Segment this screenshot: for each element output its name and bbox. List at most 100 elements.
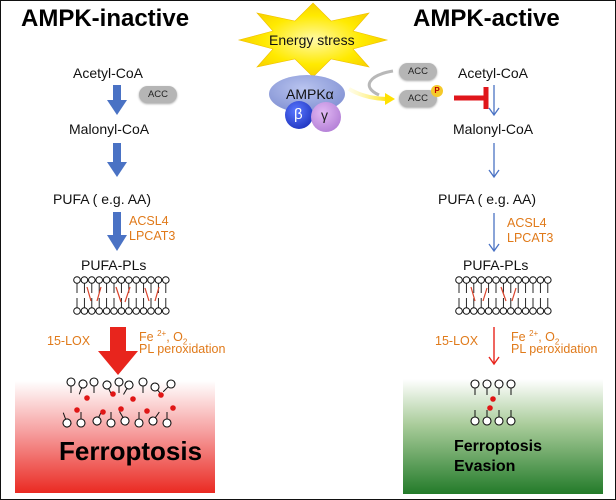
right-acsl4: ACSL4 [507, 216, 547, 230]
lipid-head [470, 276, 478, 284]
right-lpcat3: LPCAT3 [507, 231, 554, 245]
lipid-head [132, 276, 140, 284]
right-title: AMPK-active [413, 5, 560, 32]
lipid-head [477, 276, 486, 284]
left-membrane-bilayer [73, 276, 170, 315]
lipid-head [110, 276, 118, 284]
ferroptosis-label: Ferroptosis [59, 436, 203, 466]
lipid-head [529, 307, 537, 315]
right-15-lox: 15-LOX [435, 334, 479, 348]
lipid-head [484, 276, 493, 284]
left-arrow-pufa-to-pls [107, 212, 127, 251]
left-acetyl-coa: Acetyl-CoA [73, 65, 144, 81]
lipid-head [117, 276, 126, 284]
ampk-activation-arrow [347, 87, 390, 101]
right-intact-lipids [470, 379, 516, 426]
lipid-head [125, 276, 133, 284]
lipid-head [125, 307, 133, 315]
lipid-head [102, 307, 111, 315]
pufa-tail [470, 286, 476, 302]
ampk-gamma-subunit [311, 102, 341, 132]
pufa-tail [482, 287, 488, 302]
phospho-badge: P [431, 85, 443, 97]
left-acsl4: ACSL4 [129, 214, 169, 228]
left-arrow-acetyl-to-malonyl [107, 85, 127, 115]
lipid-head [544, 307, 552, 315]
ferroptosis-evasion-panel [403, 379, 603, 494]
lipid-head [73, 276, 81, 284]
lipid-head [154, 307, 163, 315]
lipid-head [132, 307, 140, 315]
left-malonyl-coa: Malonyl-CoA [69, 121, 150, 137]
ampk-beta-subunit [285, 101, 313, 129]
lipid-head [162, 276, 170, 284]
right-arrow-malonyl-to-pufa [488, 143, 500, 179]
acc-pill-top: ACC [399, 63, 437, 80]
lipid-head [147, 276, 155, 284]
lipid-head [88, 307, 96, 315]
right-acetyl-coa: Acetyl-CoA [458, 65, 529, 81]
ferroptosis-panel [15, 381, 215, 493]
lipid-head [536, 276, 545, 284]
pufa-tail [86, 286, 92, 302]
phosphorylation-curve-arrow [367, 69, 394, 97]
left-acc-pill: ACC [139, 86, 177, 103]
lipid-head [162, 307, 170, 315]
lipid-head [117, 307, 126, 315]
ampk-alpha-label: AMPKα [286, 86, 334, 102]
right-pufa: PUFA ( e.g. AA) [438, 191, 537, 207]
lipid-head [102, 276, 111, 284]
lipid-head [462, 307, 471, 315]
left-pl-peroxidation: PL peroxidation [139, 342, 226, 356]
lipid-head [110, 307, 118, 315]
lipid-head [514, 307, 523, 315]
lipid-head [521, 276, 530, 284]
left-pufa-pls: PUFA-PLs [81, 257, 147, 273]
right-pufa-pls: PUFA-PLs [463, 257, 529, 273]
lipid-head [507, 307, 515, 315]
lipid-head [544, 276, 552, 284]
pufa-tail [124, 286, 131, 303]
pufa-tail [500, 286, 507, 302]
lipid-head [514, 276, 523, 284]
lipid-head [470, 307, 478, 315]
lipid-head [73, 307, 81, 315]
pufa-tail [115, 286, 122, 303]
lipid-head [455, 276, 463, 284]
acc-inhibition-symbol [454, 87, 489, 109]
right-malonyl-coa: Malonyl-CoA [453, 121, 534, 137]
right-pl-peroxidation: PL peroxidation [511, 342, 598, 356]
lipid-head [139, 307, 148, 315]
pufa-tail [511, 287, 517, 302]
lipid-head [521, 307, 530, 315]
lipid-head [499, 276, 508, 284]
lipid-head [95, 276, 103, 284]
left-lpcat3: LPCAT3 [129, 229, 176, 243]
lipid-head [154, 276, 163, 284]
pufa-tail [154, 286, 160, 302]
lipid-head [477, 307, 486, 315]
left-pufa: PUFA ( e.g. AA) [53, 191, 152, 207]
lipid-head [507, 276, 515, 284]
right-membrane-bilayer [455, 276, 552, 315]
right-arrow-peroxidation-red [488, 327, 500, 366]
lipid-head [499, 307, 508, 315]
lipid-head [492, 276, 500, 284]
acc-pill-phosphorylated: ACC [399, 90, 437, 107]
left-fe-o2: Fe 2+, O2 [139, 329, 188, 347]
lipid-head [536, 307, 545, 315]
lipid-head [455, 307, 463, 315]
lipid-head [139, 276, 148, 284]
left-peroxidized-lipids [58, 377, 178, 429]
left-15-lox: 15-LOX [47, 334, 91, 348]
pufa-tail [96, 286, 102, 302]
lipid-head [95, 307, 103, 315]
lipid-head [80, 307, 89, 315]
left-title: AMPK-inactive [21, 5, 190, 32]
lipid-head [529, 276, 537, 284]
right-fe-o2: Fe 2+, O2 [511, 329, 560, 347]
right-arrow-acetyl-to-malonyl [488, 85, 500, 117]
pufa-tail [144, 287, 150, 302]
